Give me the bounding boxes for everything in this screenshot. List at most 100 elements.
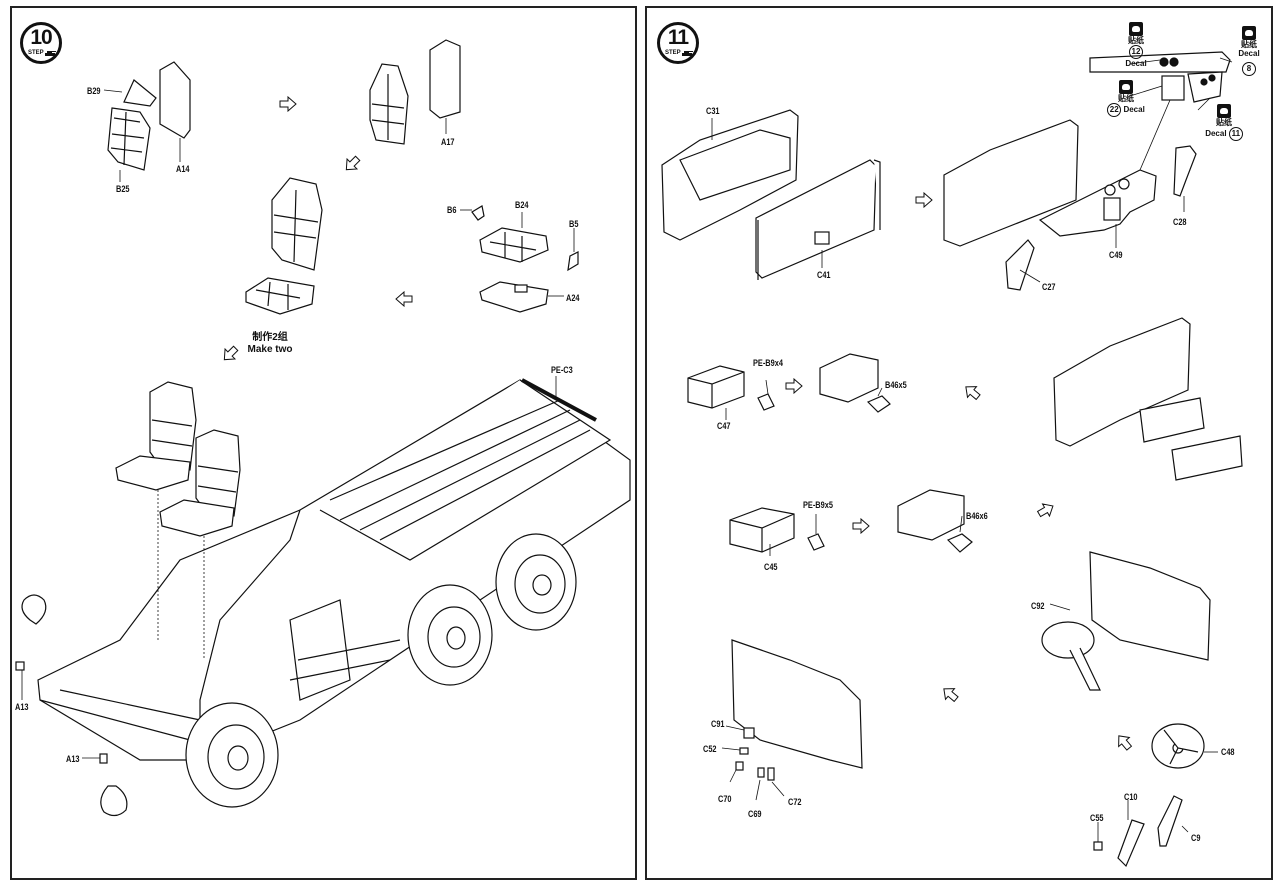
part-label-c47: C47 [717, 421, 731, 431]
decal-number: 22 [1107, 103, 1122, 117]
part-label-c41: C41 [817, 270, 831, 280]
cab-seat-2 [159, 429, 241, 537]
decal-en-label: Decal [1123, 105, 1145, 114]
part-c70 [735, 761, 744, 771]
part-label-a13-lower: A13 [66, 754, 80, 764]
part-label-b24: B24 [515, 200, 529, 210]
tank-icon [682, 51, 693, 56]
hollow-arrow-icon [852, 518, 870, 534]
gusset-c27 [1005, 239, 1035, 291]
step-number: 11 [667, 26, 689, 49]
column-c9 [1157, 795, 1183, 847]
part-label-c70: C70 [718, 794, 732, 804]
part-c52 [739, 747, 749, 755]
detail-bubble-upper [21, 594, 47, 625]
block-c41 [814, 231, 830, 245]
part-label-c10: C10 [1124, 792, 1138, 802]
step-word: STEP [28, 50, 44, 56]
backing-a14 [159, 61, 191, 139]
vehicle-hull [37, 379, 631, 761]
part-label-c91: C91 [711, 719, 725, 729]
box-c47 [687, 365, 745, 409]
decal-sheet-icon [1129, 22, 1143, 36]
part-label-b5: B5 [569, 219, 579, 229]
step-number: 10 [30, 26, 52, 49]
part-label-c52: C52 [703, 744, 717, 754]
part-label-b6: B6 [447, 205, 457, 215]
tank-icon [45, 51, 56, 56]
cab-seat-1 [115, 381, 197, 491]
backing-a17 [429, 39, 461, 119]
make-two-note: 制作2组 Make two [230, 332, 310, 356]
part-label-pe-b9x5: PE-B9x5 [803, 500, 833, 510]
decal-11: 贴纸 Decal 11 [1204, 104, 1244, 141]
switch-bank-1 [1139, 397, 1205, 443]
part-label-c55: C55 [1090, 813, 1104, 823]
pe-plate-b9 [757, 393, 775, 411]
part-label-a17: A17 [441, 137, 455, 147]
part-label-c28: C28 [1173, 217, 1187, 227]
pe-plate-b9-2 [807, 533, 825, 551]
part-label-c9: C9 [1191, 833, 1201, 843]
part-label-c27: C27 [1042, 282, 1056, 292]
part-label-b29: B29 [87, 86, 101, 96]
wheel-front [185, 702, 279, 808]
dash-assembly [1053, 317, 1191, 447]
part-c55 [1093, 841, 1103, 851]
decal-number: 11 [1228, 127, 1243, 141]
hollow-arrow-icon [1118, 735, 1133, 751]
part-label-c92: C92 [1031, 601, 1045, 611]
hollow-arrow-icon [1036, 503, 1054, 518]
part-label-pe-c3: PE-C3 [551, 365, 573, 375]
dash-panel [1089, 551, 1211, 661]
part-label-a14: A14 [176, 164, 190, 174]
hollow-arrow-icon [785, 378, 803, 394]
part-label-b25: B25 [116, 184, 130, 194]
hollow-arrow-icon [223, 345, 239, 361]
step-11-badge: 11 STEP [657, 22, 699, 64]
step-10-badge: 10 STEP [20, 22, 62, 64]
part-b46 [866, 395, 891, 413]
hollow-arrow-icon [943, 688, 959, 703]
detail-bubble-lower [100, 785, 128, 817]
bracket-b5 [567, 251, 579, 272]
bracket-c10 [1117, 819, 1145, 868]
part-label-c31: C31 [706, 106, 720, 116]
gusset-c28 [1173, 145, 1197, 197]
hollow-arrow-icon [279, 96, 297, 112]
part-label-c72: C72 [788, 797, 802, 807]
hollow-arrow-icon [395, 291, 413, 307]
part-b46-2 [946, 533, 973, 553]
decal-cn-label: 贴纸 [1216, 118, 1232, 127]
decal-en-label: Decal [1238, 49, 1260, 58]
wheel-middle [407, 584, 493, 686]
part-c69 [757, 767, 765, 778]
decal-22: 贴纸 22 Decal [1106, 80, 1146, 117]
decal-en-label: Decal [1125, 59, 1147, 68]
panel-assembly [943, 119, 1079, 247]
part-label-a24: A24 [566, 293, 580, 303]
decal-12: 贴纸 12 Decal [1118, 22, 1154, 68]
part-label-pe-b9x4: PE-B9x4 [753, 358, 783, 368]
decal-sheet-icon [1242, 26, 1256, 40]
part-label-b46x5: B46x5 [885, 380, 907, 390]
hollow-arrow-icon [965, 386, 981, 401]
decal-number: 8 [1242, 62, 1256, 76]
decal-cn-label: 贴纸 [1128, 36, 1144, 45]
hollow-arrow-icon [915, 192, 933, 208]
part-label-c69: C69 [748, 809, 762, 819]
dash-lower [731, 639, 863, 769]
decal-cn-label: 贴纸 [1118, 94, 1134, 103]
cushion-b24 [479, 227, 549, 263]
part-label-c48: C48 [1221, 747, 1235, 757]
panel-c41 [755, 159, 877, 279]
note-chinese: 制作2组 [252, 332, 288, 343]
seat-pan-a24 [479, 281, 549, 313]
decal-number: 12 [1129, 45, 1143, 59]
part-label-b46x6: B46x6 [966, 511, 988, 521]
box-b46-filled-2 [897, 489, 965, 541]
switch-bank-2 [1171, 435, 1243, 481]
part-label-c49: C49 [1109, 250, 1123, 260]
